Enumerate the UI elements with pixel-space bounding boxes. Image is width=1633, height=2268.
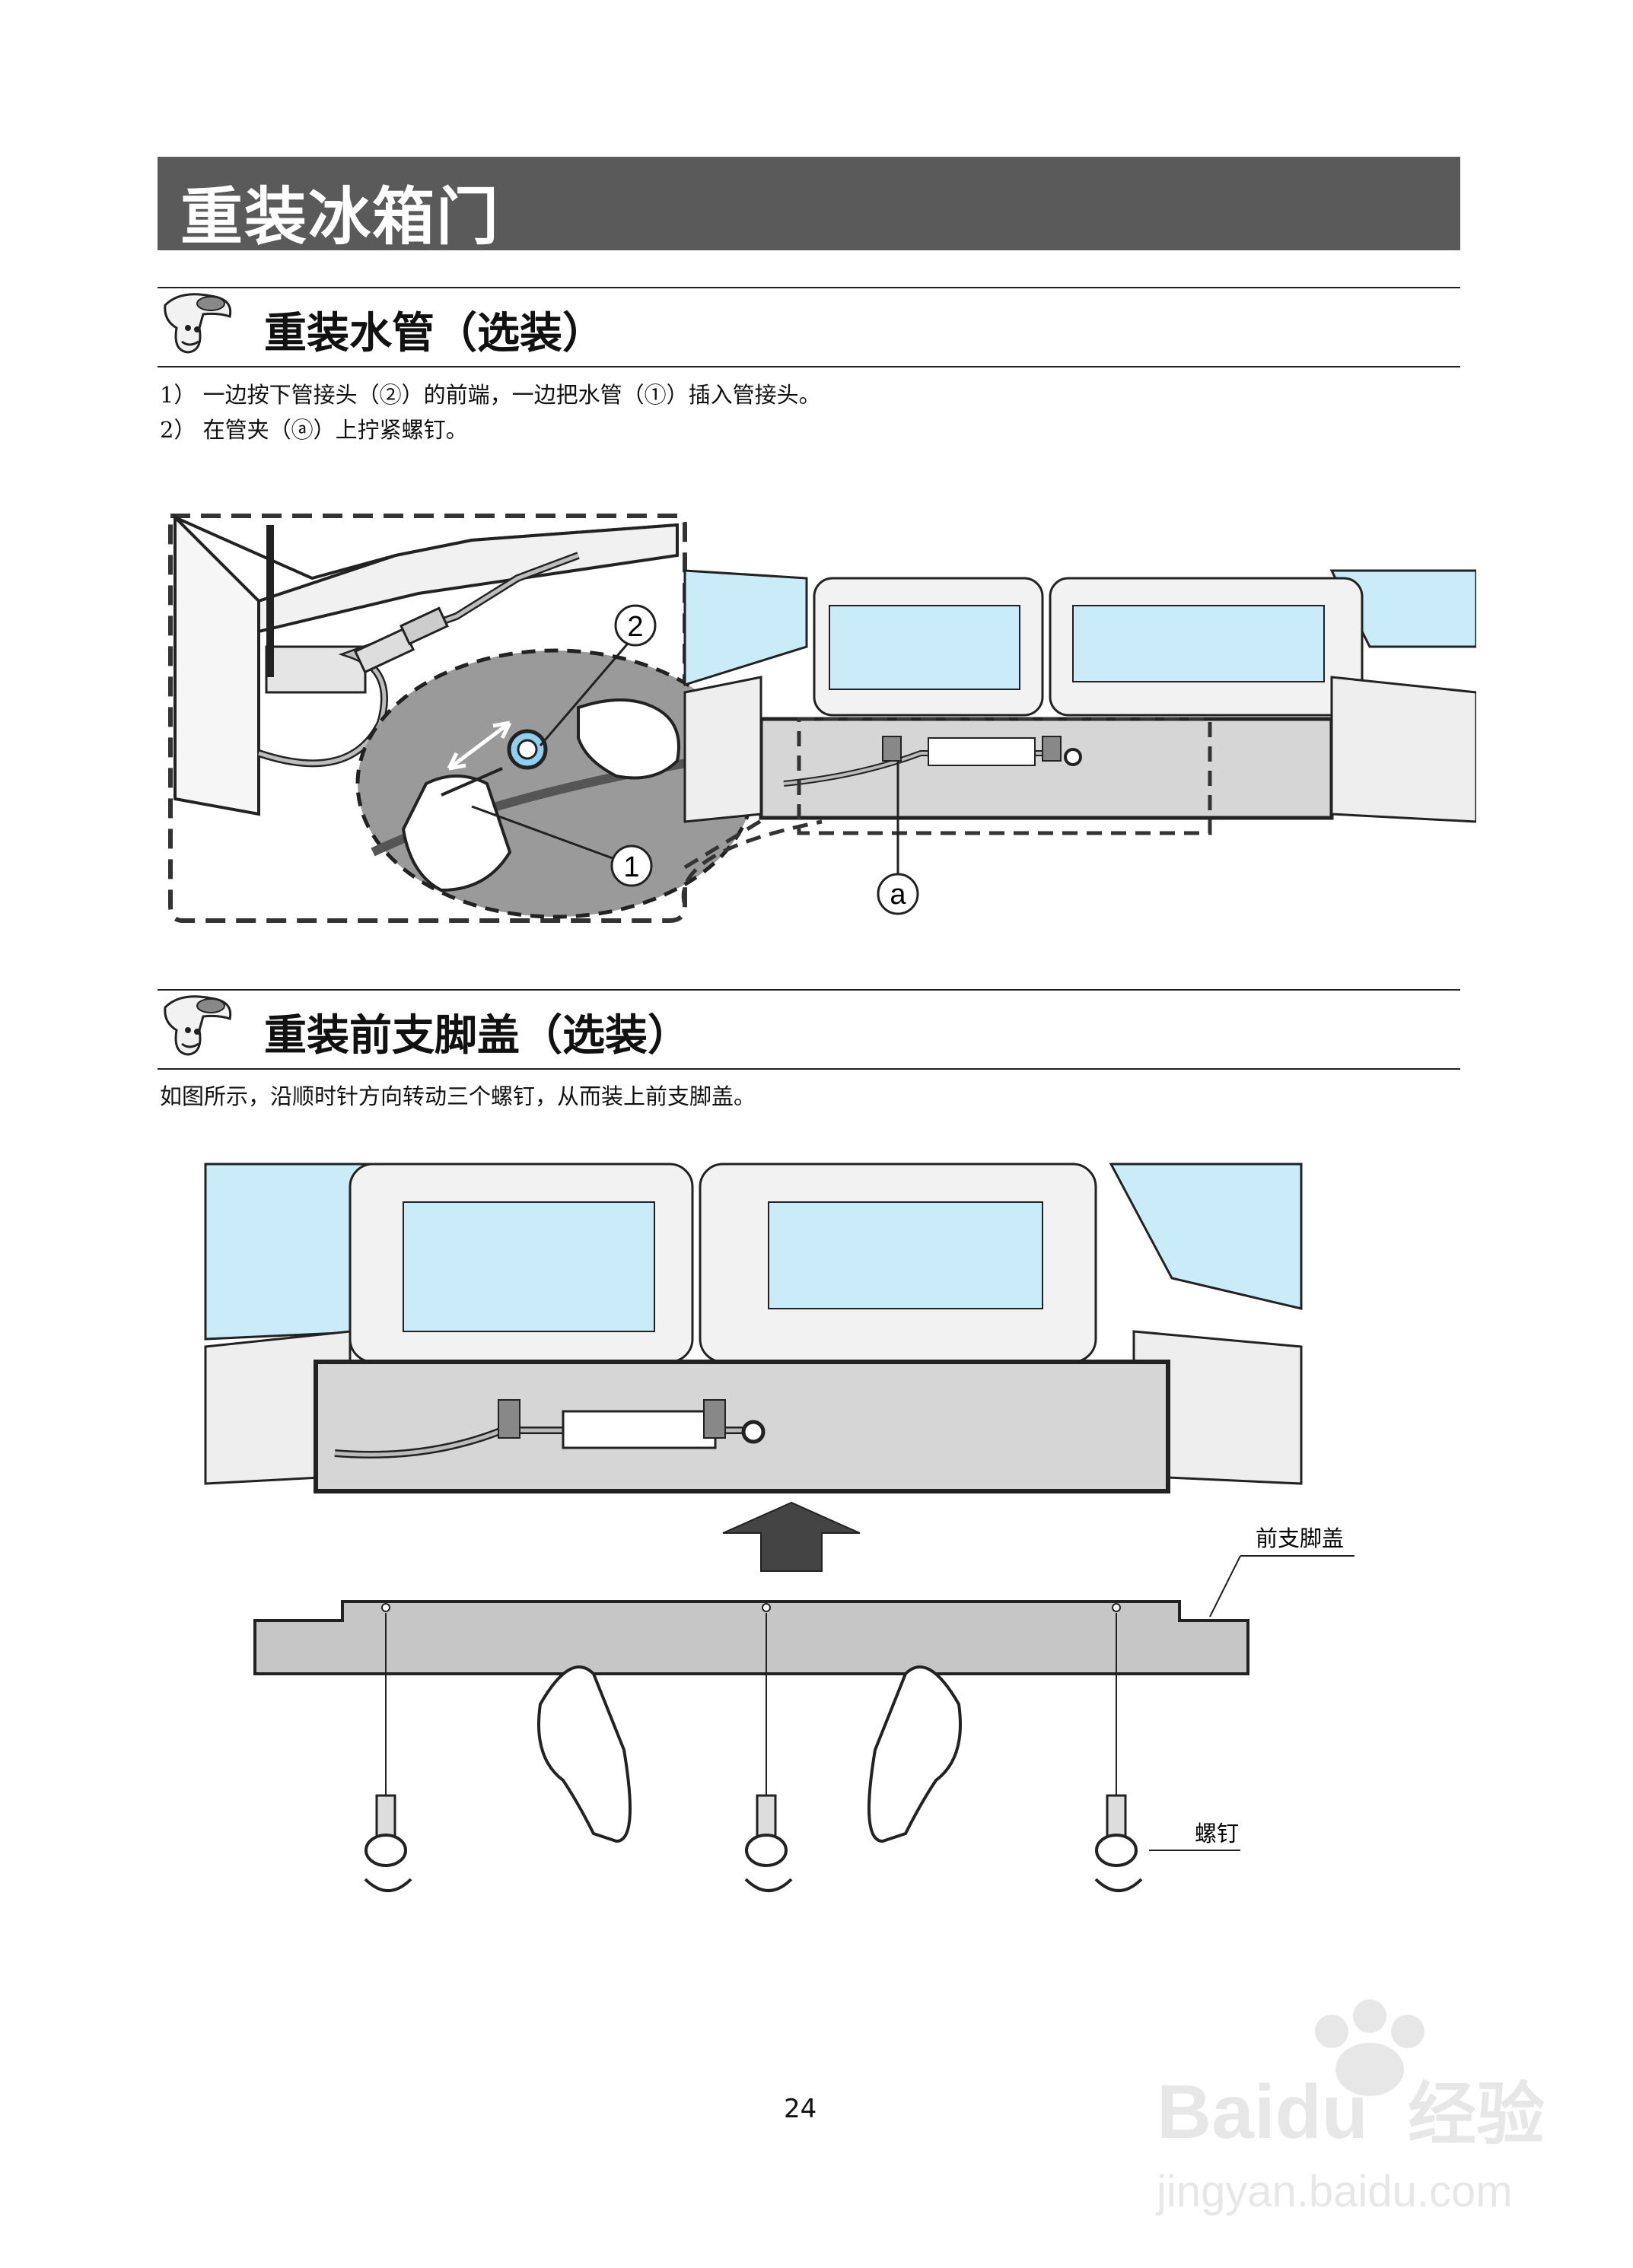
watermark-url: jingyan.baidu.com	[1155, 2167, 1513, 2216]
page-title-banner: 重装冰箱门	[158, 157, 1460, 253]
instruction-step-1: 1） 一边按下管接头（②）的前端，一边把水管（①）插入管接头。	[160, 382, 821, 408]
callout-2: 2	[627, 611, 643, 643]
section-title-front-cover: 重装前支脚盖（选装）	[264, 1011, 690, 1061]
front-cover-illustration: 前支脚盖 螺钉	[204, 1163, 1354, 1892]
mascot-icon	[164, 293, 232, 354]
arrow-up-icon	[722, 1501, 861, 1572]
page-number: 24	[784, 2094, 817, 2124]
screw-icon	[364, 1613, 1138, 1867]
baidu-watermark: Baidu 经验 jingyan.baidu.com	[1155, 1999, 1545, 2216]
water-pipe-illustration: 2 1 a	[168, 514, 1476, 923]
label-screw: 螺钉	[1195, 1821, 1239, 1847]
instruction-list: 1） 一边按下管接头（②）的前端，一边把水管（①）插入管接头。 2） 在管夹（ⓐ…	[160, 377, 821, 447]
section-header-water-pipe: 重装水管（选装）	[158, 287, 1460, 367]
mascot-icon	[164, 995, 232, 1056]
callout-a: a	[890, 879, 906, 911]
paw-logo-icon	[1315, 1999, 1424, 2096]
hand-icon	[537, 1665, 962, 1843]
section-header-front-cover: 重装前支脚盖（选装）	[158, 989, 1460, 1070]
page-title: 重装冰箱门	[180, 181, 501, 253]
section2-description: 如图所示，沿顺时针方向转动三个螺钉，从而装上前支脚盖。	[160, 1083, 756, 1109]
watermark-brand-cn: 经验	[1408, 2075, 1545, 2155]
section-title-water-pipe: 重装水管（选装）	[264, 309, 605, 358]
callout-1: 1	[623, 851, 639, 883]
front-leg-cover	[253, 1600, 1249, 1675]
hand-icon	[401, 698, 680, 892]
instruction-step-2: 2） 在管夹（ⓐ）上拧紧螺钉。	[160, 417, 468, 443]
label-front-leg-cover: 前支脚盖	[1256, 1525, 1344, 1551]
watermark-brand: Baidu	[1157, 2069, 1368, 2155]
fridge-bottom-view: a	[683, 569, 1476, 915]
rotate-clockwise-icon	[364, 1878, 1143, 1892]
